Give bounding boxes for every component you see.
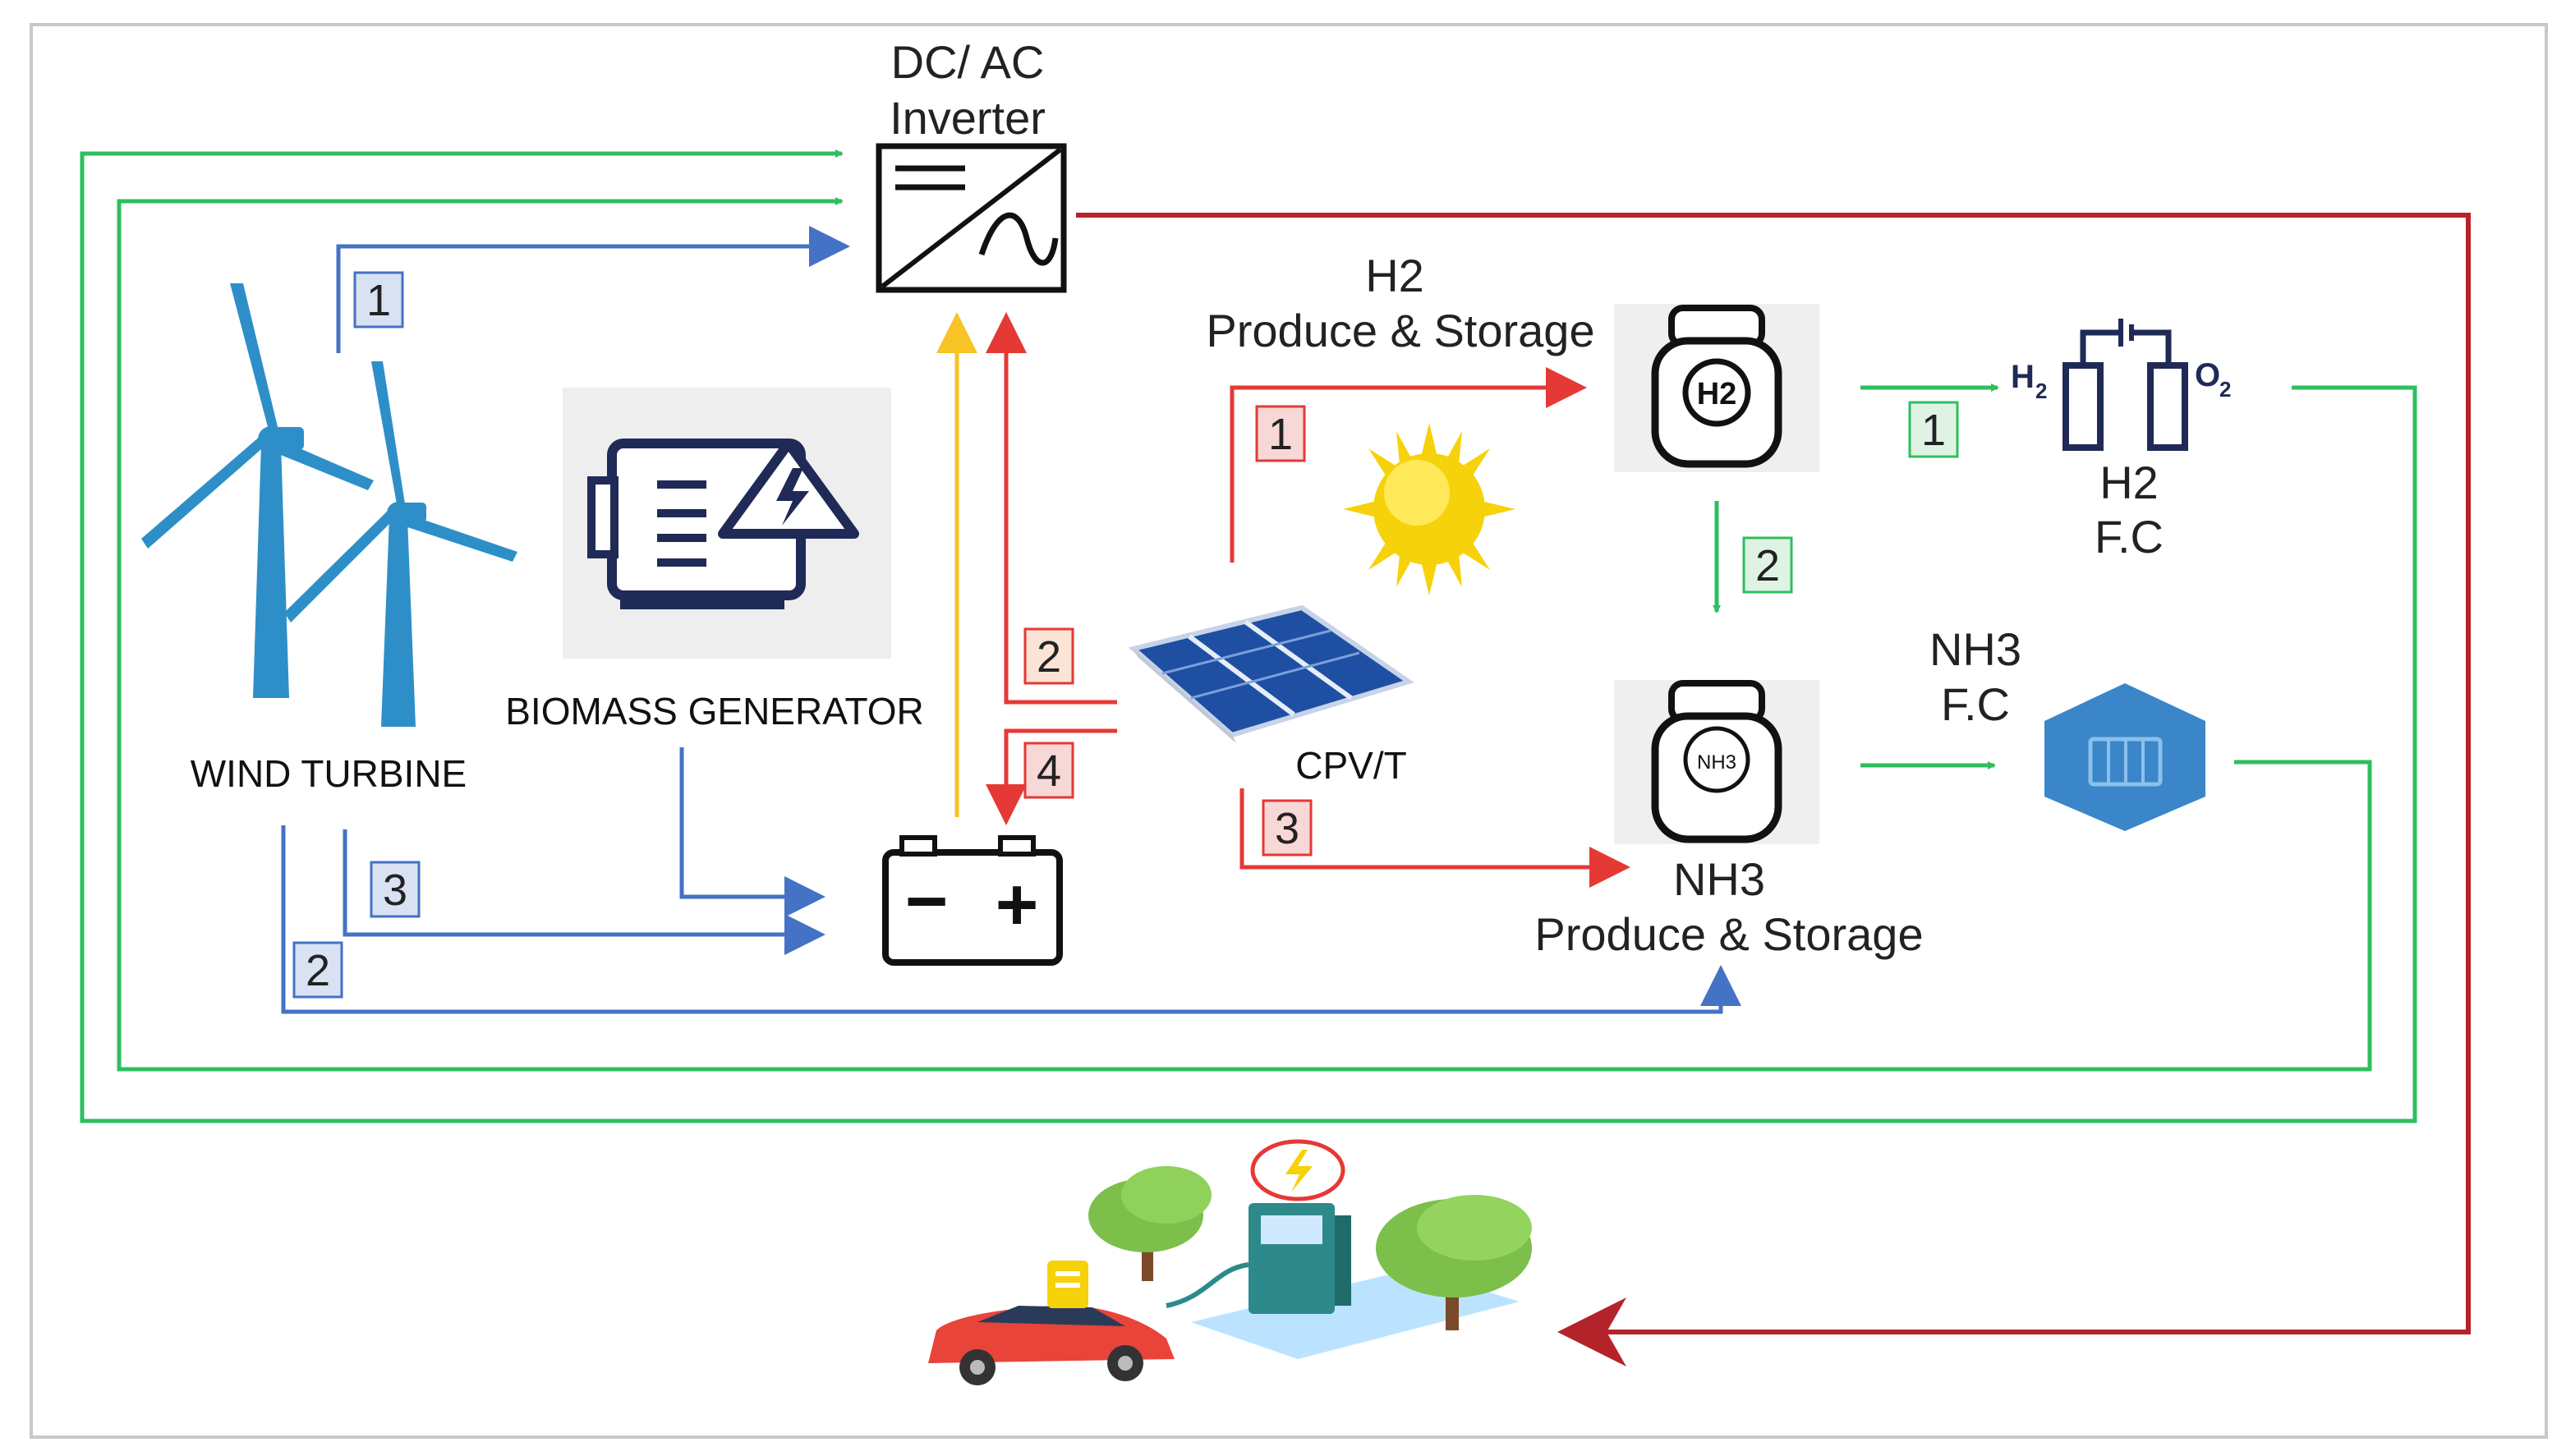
nh3-storage-title-line1: NH3 <box>1673 853 1765 905</box>
darkred-flow-inverter-to-ev <box>1076 213 2471 1366</box>
h2-tank-label: H2 <box>1697 377 1737 411</box>
svg-text:2: 2 <box>1755 541 1780 590</box>
battery-icon: − + <box>882 835 1063 966</box>
h2-subscript: 2 <box>2035 379 2047 403</box>
biomass-generator-icon <box>563 388 891 659</box>
badge-h2-to-nh3: 2 <box>1742 536 1793 594</box>
svg-text:2: 2 <box>1037 632 1061 682</box>
sun-icon <box>1343 423 1515 595</box>
blue-flow-biomass-to-battery <box>679 747 825 917</box>
inverter-icon <box>876 143 1067 293</box>
solar-panel-icon <box>1128 604 1414 743</box>
badge-cpv-to-battery: 4 <box>1023 742 1074 799</box>
h2-storage-title-line1: H2 <box>1365 250 1424 301</box>
badge-cpv-to-inverter: 2 <box>1023 627 1074 685</box>
badge-h2-to-fc: 1 <box>1908 401 1959 458</box>
nh3-fuel-cell-icon <box>2044 683 2205 831</box>
svg-text:1: 1 <box>366 276 391 325</box>
svg-text:1: 1 <box>1268 410 1293 459</box>
red-flow-cpv-to-battery <box>986 728 1117 825</box>
nh3-tank-label: NH3 <box>1697 751 1736 774</box>
badge-wind-to-nh3: 2 <box>292 941 343 999</box>
o2-subscript: 2 <box>2219 377 2231 402</box>
svg-text:4: 4 <box>1037 746 1061 796</box>
nh3-fc-title-line2: F.C <box>1941 678 2010 730</box>
battery-plus-label: + <box>996 864 1039 946</box>
biomass-generator-label: BIOMASS GENERATOR <box>505 690 924 733</box>
inverter-title-line1: DC/ AC <box>891 36 1045 88</box>
green-flow-h2fc-to-inverter <box>80 149 2417 1123</box>
svg-text:3: 3 <box>383 866 407 915</box>
h2-tank-icon: H2 <box>1614 304 1819 472</box>
red-flow-cpv-to-h2 <box>1230 367 1587 563</box>
h2-symbol: H <box>2011 359 2035 395</box>
blue-flow-wind-to-battery <box>343 829 825 955</box>
ev-charging-station-icon <box>928 1139 1532 1385</box>
badge-wind-to-inverter: 1 <box>353 271 404 328</box>
svg-text:1: 1 <box>1921 406 1946 455</box>
wind-turbine-label: WIND TURBINE <box>191 752 467 795</box>
badge-cpv-to-h2: 1 <box>1255 405 1306 462</box>
inverter-title-line2: Inverter <box>890 92 1046 144</box>
battery-minus-label: − <box>905 861 949 943</box>
badge-wind-to-battery: 3 <box>370 861 421 918</box>
svg-text:2: 2 <box>306 946 330 995</box>
nh3-fc-title-line1: NH3 <box>1929 623 2021 675</box>
nh3-storage-title-line2: Produce & Storage <box>1534 908 1923 960</box>
wind-turbine-icon <box>141 283 517 727</box>
red-flow-cpv-to-inverter <box>986 312 1117 705</box>
h2-fuel-cell-icon: H 2 O 2 <box>2011 319 2231 451</box>
h2-fc-title-line1: H2 <box>2099 457 2159 508</box>
cpvt-label: CPV/T <box>1295 744 1406 787</box>
h2-fc-title-line2: F.C <box>2095 511 2164 563</box>
blue-flow-wind-to-inverter <box>336 226 850 353</box>
o2-symbol: O <box>2195 357 2220 393</box>
red-flow-cpv-to-nh3 <box>1239 788 1630 888</box>
h2-storage-title-line2: Produce & Storage <box>1206 305 1594 356</box>
green-flow-nh3fc-to-inverter <box>117 197 2372 1072</box>
nh3-tank-icon: NH3 <box>1614 680 1819 844</box>
svg-text:3: 3 <box>1275 804 1299 853</box>
blue-flow-wind-to-nh3 <box>281 825 1741 1014</box>
badge-cpv-to-nh3: 3 <box>1262 799 1313 857</box>
